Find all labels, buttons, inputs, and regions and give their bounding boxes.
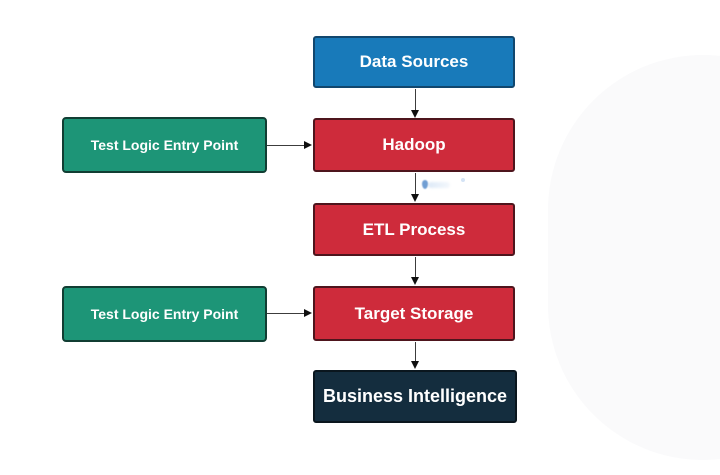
- node-test-logic-entry-point-top: Test Logic Entry Point: [62, 117, 267, 173]
- arrowhead-down-icon: [411, 277, 419, 285]
- node-data-sources: Data Sources: [313, 36, 515, 88]
- arrowhead-right-icon: [304, 309, 312, 317]
- arrow-line: [415, 89, 416, 111]
- arrow-line: [415, 173, 416, 195]
- faint-background-blob: [548, 55, 720, 460]
- arrow-line: [415, 257, 416, 279]
- arrow-line: [415, 342, 416, 363]
- smudge-trail: [428, 182, 450, 188]
- node-etl-process: ETL Process: [313, 203, 515, 256]
- arrow-line: [266, 313, 305, 314]
- arrowhead-down-icon: [411, 194, 419, 202]
- smudge-dot: [422, 180, 428, 189]
- smudge-speck: [461, 178, 465, 182]
- node-business-intelligence: Business Intelligence: [313, 370, 517, 423]
- arrow-line: [266, 145, 305, 146]
- node-hadoop: Hadoop: [313, 118, 515, 172]
- arrowhead-down-icon: [411, 361, 419, 369]
- arrowhead-down-icon: [411, 110, 419, 118]
- node-target-storage: Target Storage: [313, 286, 515, 341]
- arrowhead-right-icon: [304, 141, 312, 149]
- node-test-logic-entry-point-bottom: Test Logic Entry Point: [62, 286, 267, 342]
